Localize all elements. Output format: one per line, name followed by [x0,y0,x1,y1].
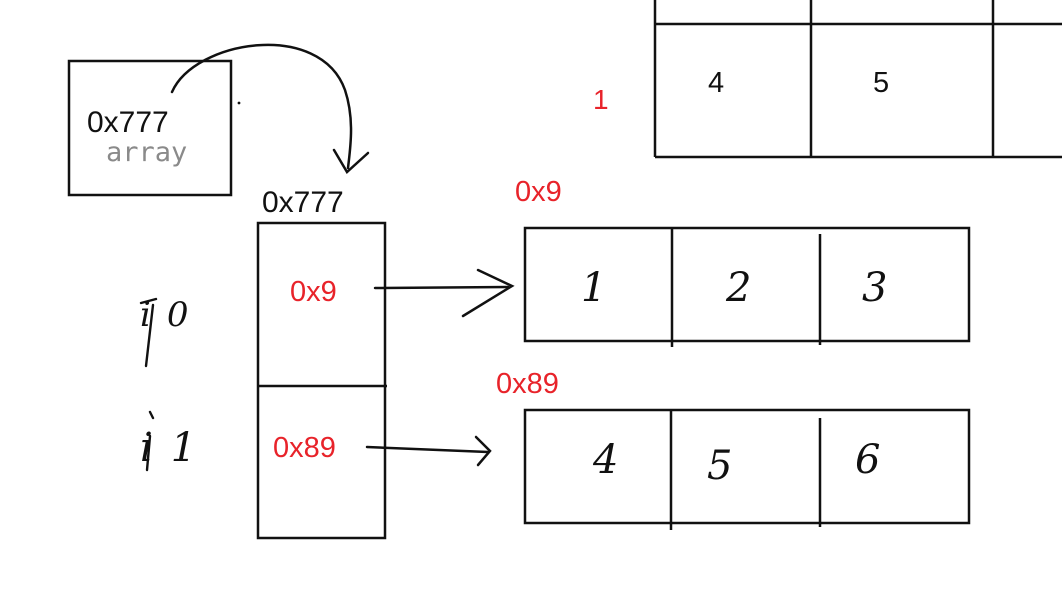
row1-array-box [523,408,971,530]
row-pointer-arrows [365,268,515,467]
top-table-value-0: 4 [708,67,725,99]
row0-arrow-icon [373,285,510,290]
row0-array-box [523,226,971,347]
row1-address-label: 0x89 [496,368,559,400]
array-variable-box [67,59,233,197]
outer-cell-1: 0x89 [273,432,336,464]
index-label-0: i0 [140,295,205,335]
index-glyph-strokes [139,297,158,472]
top-table [653,0,1062,159]
outer-cell-0: 0x9 [290,276,337,308]
row0-value-1: 2 [726,265,752,311]
outer-array-address-label: 0x777 [262,186,344,219]
outer-array-box [256,221,387,540]
top-table-value-1: 5 [873,67,890,99]
stray-dot [237,101,241,105]
array-variable-address: 0x777 [87,106,169,139]
row1-value-0: 4 [593,437,619,483]
row0-value-2: 3 [862,265,888,311]
row0-value-0: 1 [581,265,607,311]
reference-arrow-icon [170,43,370,174]
top-table-side-label: 1 [593,84,609,115]
row0-address-label: 0x9 [515,176,562,208]
row1-value-2: 6 [855,437,881,483]
row1-value-1: 5 [707,443,733,489]
index-label-1: i1 [140,425,215,471]
row1-arrow-icon [365,445,490,454]
array-variable-name: array [106,137,188,168]
